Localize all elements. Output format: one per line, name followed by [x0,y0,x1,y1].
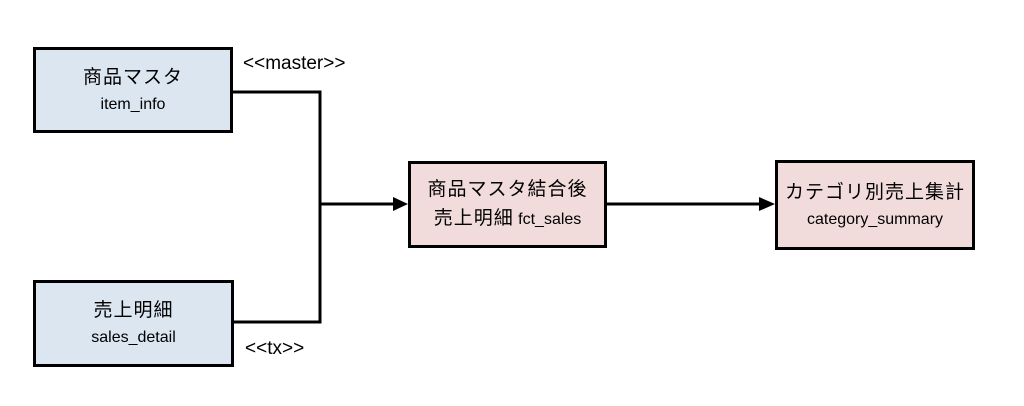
node-fct-sales-subtitle-code: fct_sales [518,210,582,228]
node-item-info-title: 商品マスタ [82,66,183,88]
arrowhead-to-category-summary [759,197,775,211]
node-fct-sales-subtitle: 売上明細 fct_sales [434,207,582,232]
node-sales-detail: 売上明細 sales_detail [33,280,234,367]
node-fct-sales: 商品マスタ結合後 売上明細 fct_sales [408,161,607,248]
node-item-info: 商品マスタ item_info [33,47,233,133]
node-category-summary: カテゴリ別売上集計 category_summary [775,160,975,250]
node-item-info-subtitle: item_info [100,95,166,113]
edge-label-master: <<master>> [243,53,346,74]
node-sales-detail-subtitle: sales_detail [91,329,176,346]
arrowhead-to-fct-sales [393,197,408,211]
node-sales-detail-title: 売上明細 [93,300,174,321]
node-category-summary-subtitle: category_summary [806,210,944,228]
node-fct-sales-subtitle-jp: 売上明細 [433,207,514,229]
merge-connector [233,90,322,324]
node-category-summary-title: カテゴリ別売上集計 [784,181,965,203]
edge-label-tx: <<tx>> [245,338,305,359]
node-fct-sales-title: 商品マスタ結合後 [427,178,588,200]
